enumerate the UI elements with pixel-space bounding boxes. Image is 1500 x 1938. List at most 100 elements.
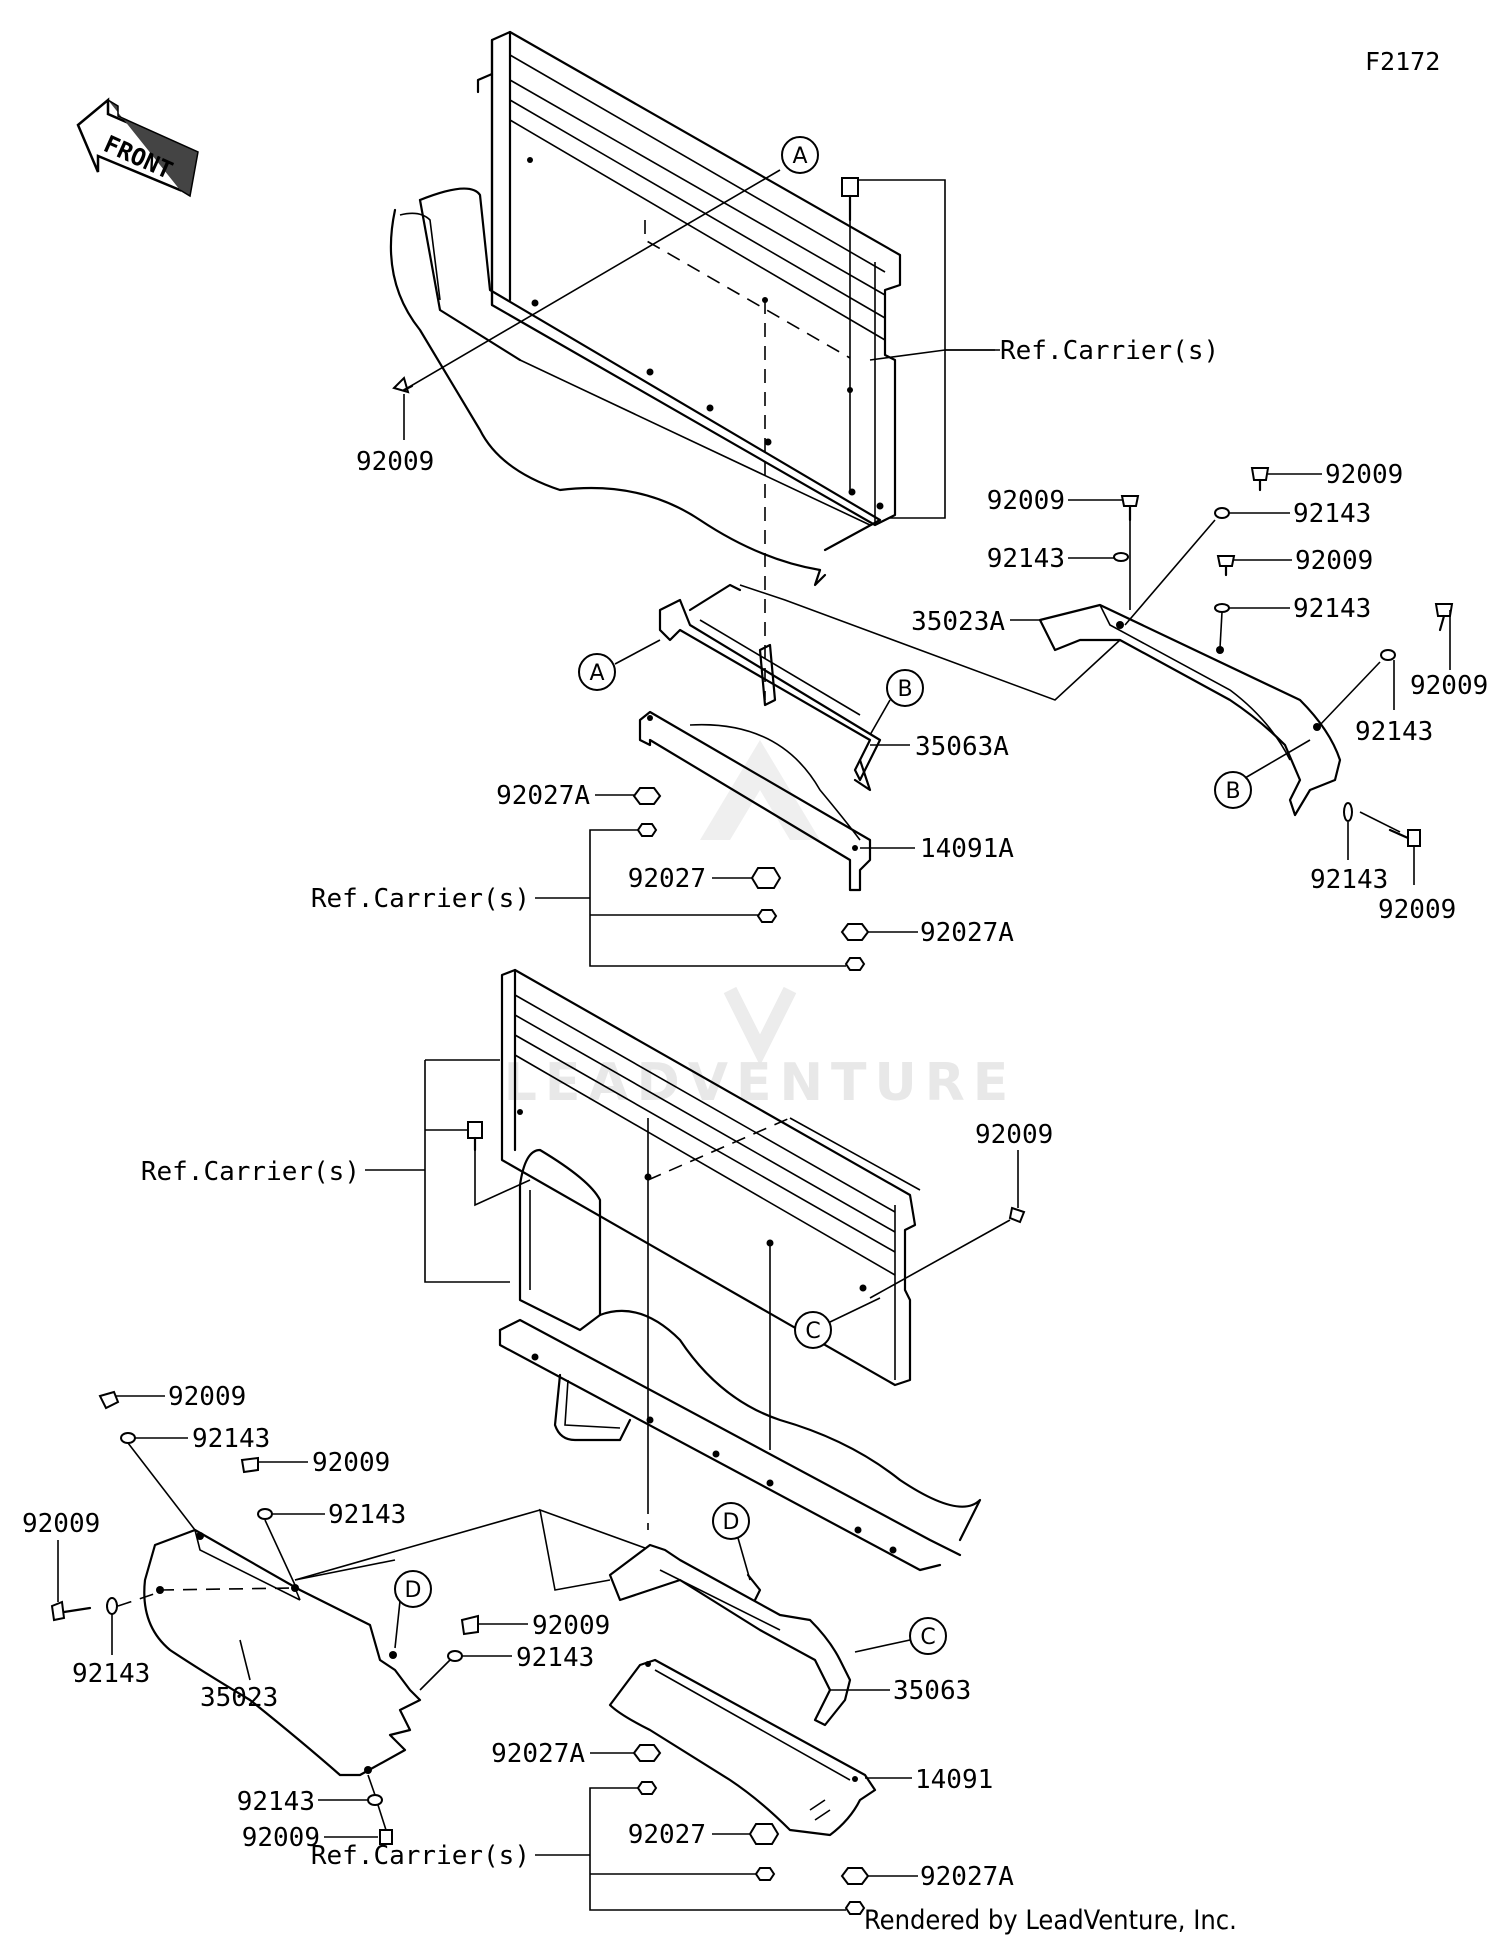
nut-92027a-lower-2 [840, 1867, 870, 1885]
footer-credit: Rendered by LeadVenture, Inc. [864, 1905, 1237, 1936]
label-lf-92143-a: 92143 [192, 1424, 270, 1454]
label-92009-top-left: 92009 [356, 447, 434, 477]
label-92027a-lower-2: 92027A [920, 1862, 1014, 1892]
bolt-top-right [841, 177, 859, 222]
label-92027a-upper-2: 92027A [920, 918, 1014, 948]
label-14091a: 14091A [920, 834, 1014, 864]
label-lf-92143-b: 92143 [328, 1500, 406, 1530]
svg-text:A: A [792, 144, 807, 169]
label-ref-carrier-mid-left: Ref.Carrier(s) [311, 884, 530, 914]
nut-92027a-upper-2 [840, 923, 870, 941]
callout-c-bed: C [794, 1311, 832, 1349]
callout-b-right: B [1214, 771, 1252, 809]
label-rf-92009-b: 92009 [1325, 460, 1403, 490]
label-rf-92143-a: 92143 [987, 544, 1065, 574]
watermark-text: LEADVENTURE [504, 1053, 1017, 1113]
svg-text:B: B [1225, 779, 1240, 804]
bolt-lower-left [467, 1121, 483, 1152]
washer-rf-1 [1113, 552, 1129, 562]
callout-d-bracket: D [712, 1502, 750, 1540]
callout-c-bracket: C [909, 1617, 947, 1655]
washer-lf-2 [257, 1508, 273, 1520]
nut-92027-lower-small-2 [754, 1867, 776, 1881]
bolt-lf-3 [50, 1600, 92, 1622]
label-ref-carrier-bottom: Ref.Carrier(s) [311, 1841, 530, 1871]
washer-rf-5 [1343, 802, 1353, 822]
svg-text:A: A [589, 661, 604, 686]
left-fender-35023 [143, 1528, 422, 1777]
nut-92027-upper-small-2 [756, 909, 778, 923]
label-lf-92009-c: 92009 [22, 1509, 100, 1539]
label-ref-carrier-top-right: Ref.Carrier(s) [1000, 336, 1219, 366]
svg-text:D: D [723, 1510, 740, 1535]
label-rf-92009-e: 92009 [1378, 895, 1456, 925]
callout-a-mid: A [578, 653, 616, 691]
svg-text:B: B [897, 677, 912, 702]
bolt-rf-3 [1216, 555, 1236, 577]
washer-lf-1 [120, 1432, 136, 1444]
label-rf-92143-e: 92143 [1310, 865, 1388, 895]
upper-bracket-35063a [658, 583, 882, 792]
label-rf-92009-c: 92009 [1295, 546, 1373, 576]
svg-text:D: D [405, 1578, 422, 1603]
label-lf-92009-d: 92009 [532, 1611, 610, 1641]
bolt-92009-lower-right [1008, 1206, 1026, 1224]
nut-92027-upper-small-3 [844, 957, 866, 971]
callout-d-fender: D [394, 1570, 432, 1608]
label-35023a: 35023A [911, 607, 1005, 637]
washer-rf-2 [1214, 507, 1230, 519]
bolt-92009-top-left [392, 376, 414, 394]
label-92009-lower-right: 92009 [975, 1120, 1053, 1150]
bolt-lf-4 [460, 1614, 479, 1636]
label-rf-92143-c: 92143 [1293, 594, 1371, 624]
callout-a-top: A [781, 136, 819, 174]
nut-92027-lower-small-3 [844, 1901, 866, 1915]
label-lf-92009-b: 92009 [312, 1448, 390, 1478]
washer-lf-4 [447, 1650, 463, 1662]
washer-lf-5 [367, 1794, 383, 1806]
label-lf-92009-e: 92009 [242, 1823, 320, 1853]
label-92027-lower: 92027 [628, 1820, 706, 1850]
figure-code: F2172 [1365, 47, 1440, 76]
label-14091: 14091 [915, 1765, 993, 1795]
nut-92027-upper-small [636, 823, 658, 837]
label-rf-92143-b: 92143 [1293, 499, 1371, 529]
bolt-lf-1 [98, 1390, 120, 1410]
callout-b-upper: B [886, 669, 924, 707]
bolt-rf-1 [1120, 495, 1140, 522]
label-92027a-lower-1: 92027A [491, 1739, 585, 1769]
lower-guard-14091 [608, 1658, 877, 1837]
label-rf-92009-d: 92009 [1410, 671, 1488, 701]
label-lf-92143-c: 92143 [72, 1659, 150, 1689]
washer-rf-3 [1214, 603, 1230, 613]
watermark: LEADVENTURE [504, 740, 1017, 1113]
bolt-rf-2 [1250, 467, 1270, 492]
washer-lf-3 [106, 1597, 118, 1615]
upper-guard-14091a [638, 710, 872, 892]
label-lf-35023: 35023 [200, 1683, 278, 1713]
upper-cargo-bed [389, 30, 902, 587]
label-lf-92009-a: 92009 [168, 1382, 246, 1412]
label-ref-carrier-lower-left: Ref.Carrier(s) [141, 1157, 360, 1187]
lower-bracket-35063 [608, 1543, 852, 1727]
washer-rf-4 [1380, 649, 1396, 661]
label-rf-92009-a: 92009 [987, 486, 1065, 516]
nut-92027-lower [748, 1823, 780, 1845]
label-rf-92143-d: 92143 [1355, 717, 1433, 747]
label-lf-92143-d: 92143 [516, 1643, 594, 1673]
svg-text:C: C [920, 1625, 935, 1650]
front-arrow-icon: FRONT [76, 97, 199, 198]
label-35063: 35063 [893, 1676, 971, 1706]
bolt-lf-5 [379, 1829, 393, 1845]
svg-text:C: C [805, 1319, 820, 1344]
label-92027-upper: 92027 [628, 864, 706, 894]
label-35063a: 35063A [915, 732, 1009, 762]
label-lf-92143-e: 92143 [237, 1787, 315, 1817]
nut-92027a-upper-1 [632, 787, 662, 805]
nut-92027-lower-small [636, 1781, 658, 1795]
lower-cargo-bed [498, 968, 982, 1572]
bolt-lf-2 [240, 1456, 259, 1474]
nut-92027-upper [750, 867, 782, 889]
nut-92027a-lower-1 [632, 1744, 662, 1762]
